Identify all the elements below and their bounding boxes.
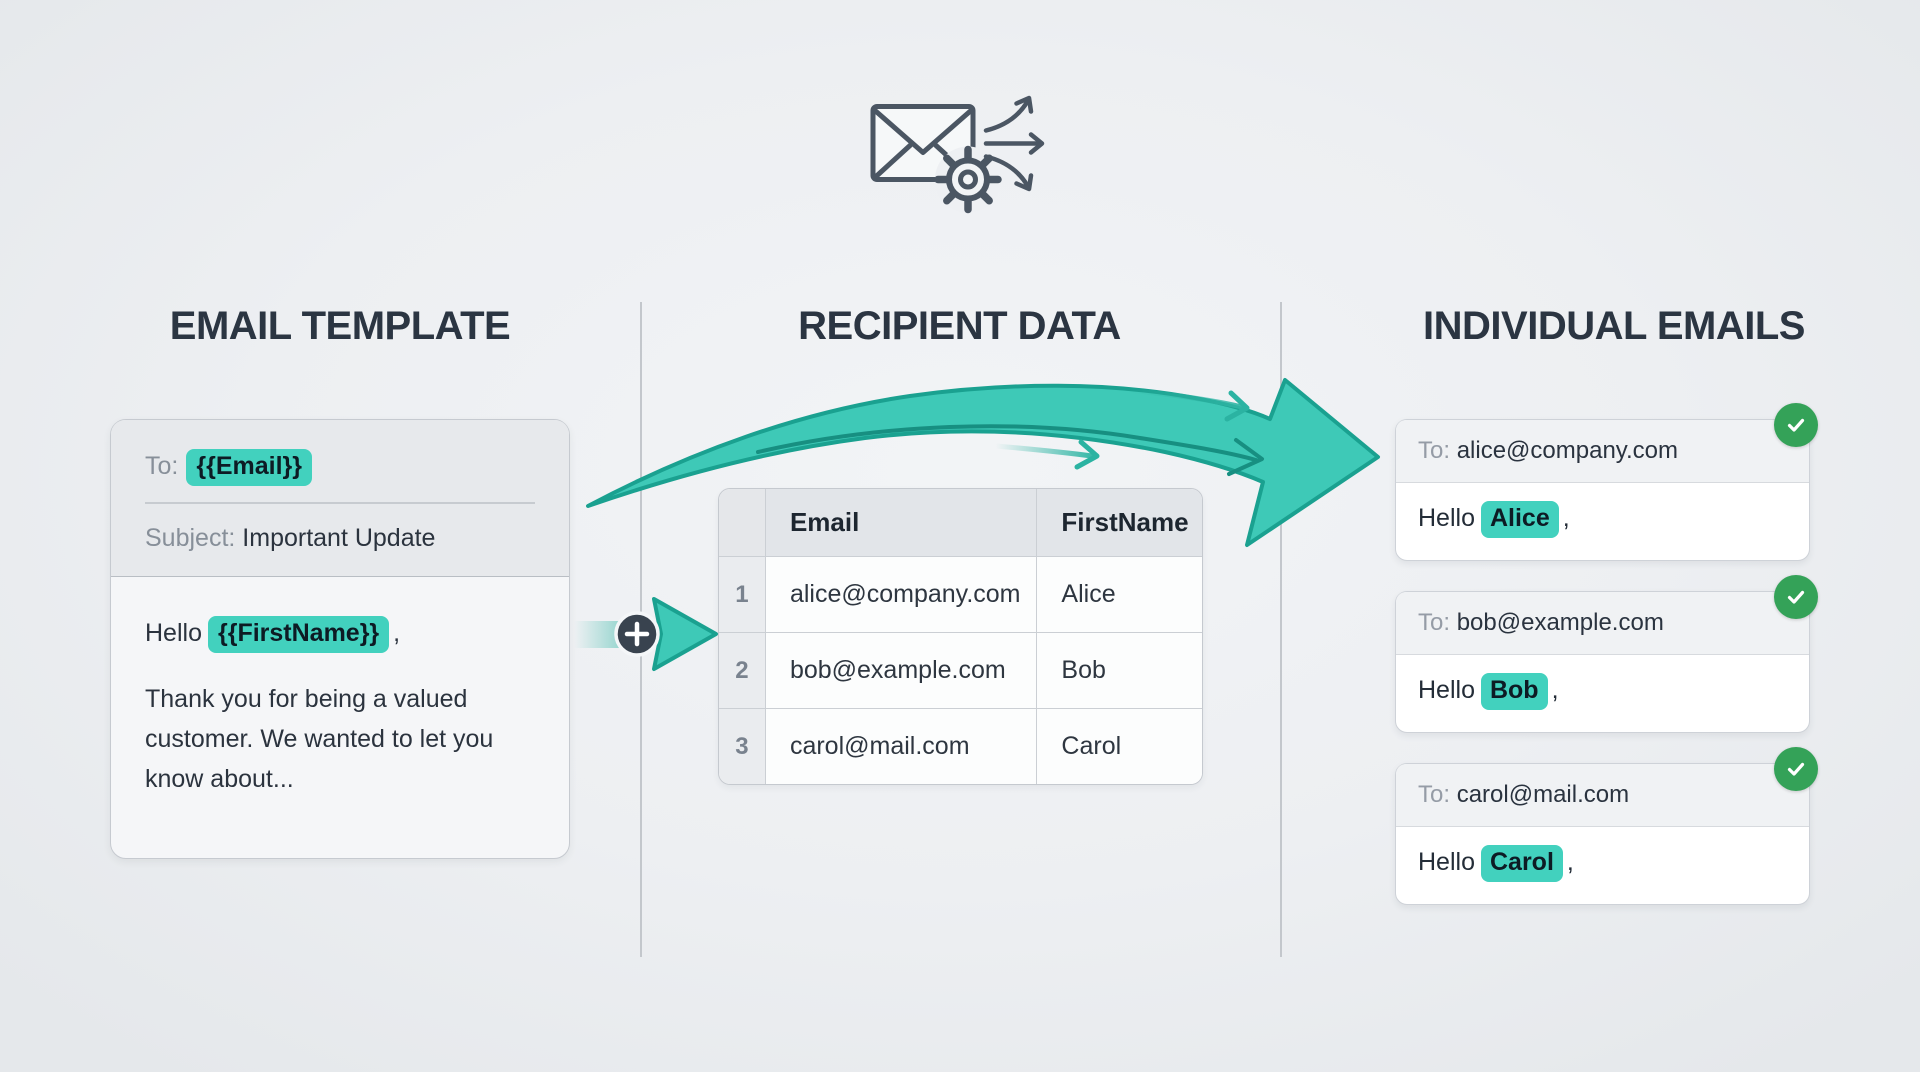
- email-to-row: To: alice@company.com: [1396, 420, 1809, 483]
- plus-circle: [614, 611, 660, 657]
- email-to-row: To: carol@mail.com: [1396, 764, 1809, 827]
- cell-firstname: Carol: [1036, 708, 1202, 784]
- mail-merge-hero-icon: [870, 95, 1045, 214]
- speed-arrow-bottom-head: [1074, 439, 1100, 470]
- swoosh-inner-arrowhead: [1227, 438, 1264, 476]
- row-number: 3: [719, 708, 765, 784]
- merge-step-arrow: [652, 597, 718, 671]
- greeting-prefix: Hello: [1418, 504, 1475, 532]
- to-address: bob@example.com: [1456, 609, 1664, 636]
- table-row: 1 alice@company.com Alice: [719, 556, 1202, 632]
- to-address: alice@company.com: [1456, 437, 1679, 464]
- email-template-card: To:{{Email}} Subject: Important Update H…: [110, 419, 570, 859]
- section-heading-recipient-data: RECIPIENT DATA: [798, 304, 1121, 348]
- column-header-firstname: FirstName: [1036, 489, 1202, 556]
- greeting-prefix: Hello: [1418, 848, 1475, 876]
- template-greeting: Hello{{FirstName}},: [145, 611, 535, 655]
- speed-arrow-top: [1125, 387, 1245, 410]
- greeting-comma: ,: [1562, 504, 1570, 532]
- header-divider: [145, 502, 535, 504]
- checkmark-icon: [1787, 418, 1805, 432]
- column-header-email: Email: [764, 489, 1037, 556]
- table-row: 3 carol@mail.com Carol: [719, 708, 1202, 784]
- email-merge-token: {{Email}}: [186, 449, 312, 487]
- cell-email: bob@example.com: [764, 632, 1037, 708]
- subject-value: Important Update: [242, 523, 436, 552]
- template-body-text: Thank you for being a valued customer. W…: [145, 684, 494, 793]
- cell-email: carol@mail.com: [764, 708, 1037, 784]
- speed-arrow-top-head: [1224, 390, 1250, 422]
- to-label: To:: [1418, 437, 1451, 464]
- column-divider-left: [640, 302, 642, 957]
- checkmark-icon: [1787, 762, 1805, 776]
- greeting-comma: ,: [1551, 676, 1559, 704]
- subject-label: Subject:: [145, 523, 236, 552]
- greeting-prefix: Hello: [1418, 676, 1475, 704]
- sent-status-badge: [1774, 403, 1818, 447]
- template-to-row: To:{{Email}}: [145, 444, 535, 488]
- template-card-header: To:{{Email}} Subject: Important Update: [111, 420, 569, 577]
- template-card-body: Hello{{FirstName}}, Thank you for being …: [111, 577, 569, 799]
- section-heading-individual-emails: INDIVIDUAL EMAILS: [1423, 304, 1805, 348]
- row-number: 2: [719, 632, 765, 708]
- table-row: 2 bob@example.com Bob: [719, 632, 1202, 708]
- cell-firstname: Bob: [1036, 632, 1202, 708]
- to-label: To:: [145, 452, 179, 480]
- table-header-row: Email FirstName: [719, 489, 1202, 556]
- sent-status-badge: [1774, 747, 1818, 791]
- greeting-comma: ,: [393, 618, 401, 647]
- to-label: To:: [1418, 781, 1451, 808]
- firstname-merge-token: {{FirstName}}: [207, 615, 390, 653]
- to-label: To:: [1418, 609, 1451, 636]
- row-number: 1: [719, 556, 765, 632]
- cell-firstname: Alice: [1036, 556, 1202, 632]
- cell-email: alice@company.com: [764, 556, 1037, 632]
- sent-status-badge: [1774, 575, 1818, 619]
- plus-icon: [624, 621, 650, 647]
- template-subject-row: Subject: Important Update: [145, 516, 535, 560]
- greeting-comma: ,: [1566, 848, 1574, 876]
- send-arrows-icon: [983, 95, 1045, 192]
- recipient-table: Email FirstName 1 alice@company.com Alic…: [718, 488, 1203, 785]
- to-address: carol@mail.com: [1456, 781, 1630, 808]
- column-divider-right: [1280, 302, 1282, 957]
- merged-name-chip: Carol: [1480, 845, 1563, 883]
- email-to-row: To: bob@example.com: [1396, 592, 1809, 655]
- merged-name-chip: Alice: [1480, 501, 1559, 539]
- gear-icon: [934, 145, 1002, 214]
- swoosh-inner-line: [756, 424, 1258, 462]
- merged-name-chip: Bob: [1480, 673, 1548, 711]
- section-heading-email-template: EMAIL TEMPLATE: [169, 304, 511, 348]
- greeting-prefix: Hello: [145, 618, 202, 647]
- checkmark-icon: [1787, 590, 1805, 604]
- merge-trail: [574, 621, 638, 648]
- corner-cell: [719, 489, 765, 556]
- speed-arrow-bottom: [993, 443, 1095, 459]
